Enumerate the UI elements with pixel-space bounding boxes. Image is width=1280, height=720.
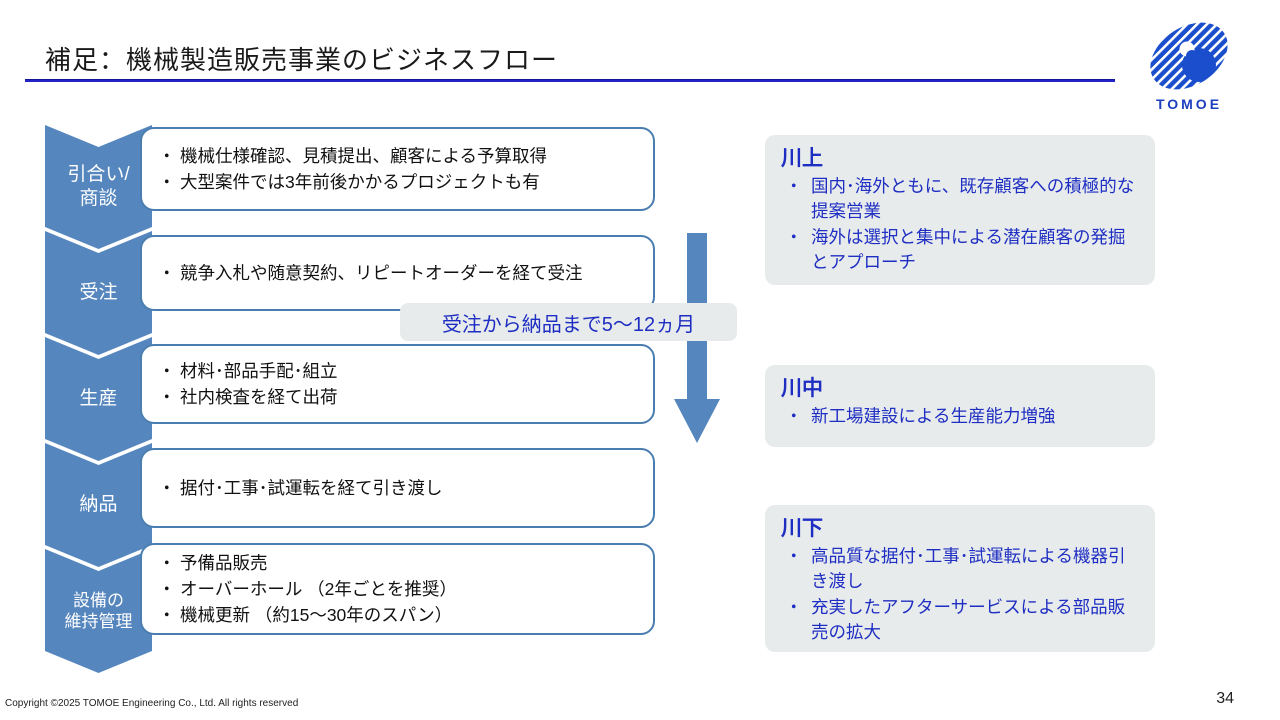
note-midstream: 川中 ・ 新工場建設による生産能力増強 — [765, 365, 1155, 447]
note-title: 川下 — [781, 517, 823, 540]
bullet-line: ・ 競争入札や随意契約、リピートオーダーを経て受注 — [158, 260, 639, 286]
bullet-marker: ・ — [158, 360, 176, 381]
bullet-marker: ・ — [158, 477, 176, 498]
bullet-line: ・ 材料･部品手配･組立 — [158, 358, 639, 384]
note-downstream: 川下 ・ 高品質な据付･工事･試運転による機器引き渡し ・ 充実したアフターサー… — [765, 505, 1155, 652]
flow-step-label: 受注 — [79, 282, 118, 304]
bullet-line: ・ 社内検査を経て出荷 — [158, 384, 639, 410]
bullet-marker: ・ — [785, 227, 803, 248]
note-title: 川中 — [781, 377, 823, 400]
bullet-text: 社内検査を経て出荷 — [180, 387, 338, 407]
bullet-line: ・ 据付･工事･試運転を経て引き渡し — [158, 475, 639, 501]
bullet-text: 国内･海外ともに、既存顧客への積極的な提案営業 — [811, 176, 1135, 221]
bullet-line: ・ 充実したアフターサービスによる部品販売の拡大 — [781, 595, 1139, 644]
copyright-text: Copyright ©2025 TOMOE Engineering Co., L… — [5, 698, 299, 709]
title-underline — [25, 79, 1115, 82]
flow-step-label: 引合い/ — [67, 164, 130, 186]
bullet-text: 大型案件では3年前後かかるプロジェクトも有 — [180, 172, 540, 192]
bullet-marker: ・ — [785, 406, 803, 427]
flow-step-label: 設備の — [73, 590, 124, 610]
flow-step-label: 維持管理 — [64, 612, 133, 631]
bullet-line: ・ 機械更新 （約15～30年のスパン） — [158, 602, 639, 628]
flow-step-maintenance: 設備の 維持管理 — [45, 549, 152, 673]
flow-detail-maintenance: ・ 予備品販売 ・ オーバーホール （2年ごとを推奨） ・ 機械更新 （約15～… — [140, 543, 655, 635]
flow-step-label: 生産 — [79, 388, 118, 410]
flow-step-inquiry: 引合い/ 商談 — [45, 125, 152, 249]
bullet-marker: ・ — [158, 172, 176, 192]
bullet-text: 新工場建設による生産能力増強 — [811, 406, 1056, 427]
bullet-line: ・ 予備品販売 — [158, 550, 639, 576]
bullet-text: 据付･工事･試運転を経て引き渡し — [180, 477, 443, 498]
lead-time-badge: 受注から納品まで5～12ヵ月 — [400, 303, 737, 341]
page-number: 34 — [1216, 690, 1234, 707]
bullet-text: 予備品販売 — [180, 552, 268, 573]
logo-wordmark: TOMOE — [1155, 96, 1223, 112]
bullet-line: ・ 大型案件では3年前後かかるプロジェクトも有 — [158, 169, 639, 195]
flow-detail-delivery: ・ 据付･工事･試運転を経て引き渡し — [140, 448, 655, 528]
bullet-marker: ・ — [158, 387, 176, 407]
tomoe-mark-icon — [1143, 16, 1235, 98]
bullet-line: ・ 国内･海外ともに、既存顧客への積極的な提案営業 — [781, 174, 1139, 223]
flow-detail-production: ・ 材料･部品手配･組立 ・ 社内検査を経て出荷 — [140, 344, 655, 424]
bullet-text: 競争入札や随意契約、リピートオーダーを経て受注 — [180, 262, 583, 283]
bullet-line: ・ 高品質な据付･工事･試運転による機器引き渡し — [781, 544, 1139, 593]
flow-step-label: 商談 — [79, 188, 118, 209]
bullet-text: 高品質な据付･工事･試運転による機器引き渡し — [811, 546, 1126, 591]
bullet-marker: ・ — [158, 552, 176, 573]
bullet-line: ・ 新工場建設による生産能力増強 — [781, 404, 1139, 429]
flow-detail-inquiry: ・ 機械仕様確認、見積提出、顧客による予算取得 ・ 大型案件では3年前後かかるプ… — [140, 127, 655, 211]
bullet-marker: ・ — [785, 176, 803, 197]
company-logo: TOMOE — [1143, 16, 1235, 112]
bullet-text: オーバーホール （2年ごとを推奨） — [180, 578, 457, 599]
flow-step-order: 受注 — [45, 231, 152, 355]
flow-step-delivery: 納品 — [45, 443, 152, 567]
flow-step-label: 納品 — [79, 494, 118, 516]
bullet-marker: ・ — [158, 262, 176, 283]
flow-detail-order: ・ 競争入札や随意契約、リピートオーダーを経て受注 — [140, 235, 655, 311]
note-title: 川上 — [781, 147, 823, 170]
bullet-text: 機械更新 （約15～30年のスパン） — [180, 605, 453, 626]
note-upstream: 川上 ・ 国内･海外ともに、既存顧客への積極的な提案営業 ・ 海外は選択と集中に… — [765, 135, 1155, 285]
bullet-marker: ・ — [158, 145, 176, 166]
page-title: 補足：機械製造販売事業のビジネスフロー — [45, 45, 559, 75]
bullet-line: ・ 海外は選択と集中による潜在顧客の発掘とアプローチ — [781, 225, 1139, 274]
flow-step-production: 生産 — [45, 337, 152, 461]
bullet-line: ・ 機械仕様確認、見積提出、顧客による予算取得 — [158, 143, 639, 169]
bullet-marker: ・ — [785, 597, 803, 618]
bullet-marker: ・ — [158, 605, 176, 626]
bullet-marker: ・ — [785, 546, 803, 567]
bullet-marker: ・ — [158, 578, 176, 599]
bullet-text: 海外は選択と集中による潜在顧客の発掘とアプローチ — [811, 227, 1126, 272]
bullet-text: 材料･部品手配･組立 — [180, 360, 338, 381]
bullet-text: 充実したアフターサービスによる部品販売の拡大 — [811, 597, 1126, 642]
bullet-text: 機械仕様確認、見積提出、顧客による予算取得 — [180, 145, 547, 166]
bullet-line: ・ オーバーホール （2年ごとを推奨） — [158, 576, 639, 602]
